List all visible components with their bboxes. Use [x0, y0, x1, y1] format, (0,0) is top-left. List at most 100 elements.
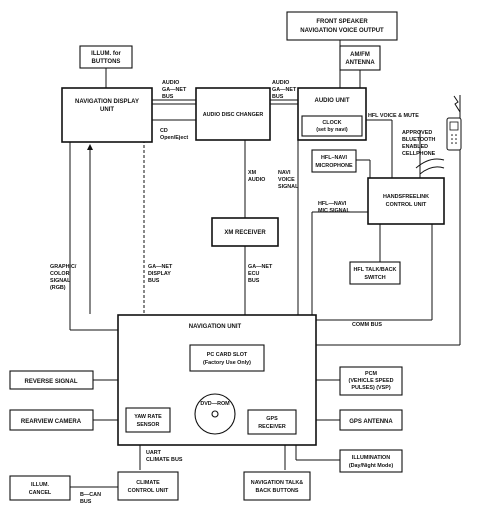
- svg-text:COLOR: COLOR: [50, 271, 70, 277]
- svg-text:MIC SIGNAL: MIC SIGNAL: [318, 208, 350, 214]
- xm-receiver-box: XM RECEIVER: [211, 217, 279, 247]
- hfl-talk-back-switch-box: HFL TALK/BACK SWITCH: [349, 261, 401, 285]
- svg-text:HFL TALK/BACK: HFL TALK/BACK: [354, 267, 397, 273]
- svg-text:GA—NET: GA—NET: [248, 264, 273, 270]
- navigation-display-box: NAVIGATION DISPLAY UNIT: [61, 87, 153, 143]
- svg-text:MICROPHONE: MICROPHONE: [315, 163, 353, 169]
- svg-text:DISPLAY: DISPLAY: [148, 271, 171, 277]
- svg-text:HANDSFREELINK: HANDSFREELINK: [383, 194, 429, 200]
- svg-text:NAVIGATION VOICE OUTPUT: NAVIGATION VOICE OUTPUT: [300, 28, 384, 34]
- svg-text:(VEHICLE SPEED: (VEHICLE SPEED: [349, 378, 394, 384]
- climate-control-box: CLIMATE CONTROL UNIT: [117, 471, 179, 501]
- svg-text:CD: CD: [160, 128, 168, 134]
- svg-text:BUS: BUS: [80, 499, 92, 505]
- svg-text:CLIMATE: CLIMATE: [136, 480, 160, 486]
- svg-text:GPS: GPS: [266, 416, 278, 422]
- svg-text:NAVIGATION UNIT: NAVIGATION UNIT: [189, 324, 242, 330]
- svg-text:CLIMATE BUS: CLIMATE BUS: [146, 457, 183, 463]
- am-fm-antenna-box: AM/FM ANTENNA: [339, 45, 381, 71]
- svg-text:BUS: BUS: [162, 94, 174, 100]
- svg-text:(Factory Use Only): (Factory Use Only): [203, 360, 251, 366]
- svg-text:GA—NET: GA—NET: [162, 87, 187, 93]
- svg-text:B—CAN: B—CAN: [80, 492, 101, 498]
- illumination-box: ILLUMINATION (Day/Night Mode): [339, 449, 403, 473]
- svg-text:SIGNAL: SIGNAL: [278, 184, 299, 190]
- svg-text:CONTROL UNIT: CONTROL UNIT: [386, 202, 427, 208]
- svg-text:REVERSE SIGNAL: REVERSE SIGNAL: [24, 379, 77, 385]
- svg-text:ILLUMINATION: ILLUMINATION: [352, 455, 390, 461]
- svg-text:NAVI: NAVI: [278, 170, 291, 176]
- gps-antenna-box: GPS ANTENNA: [339, 409, 403, 431]
- svg-text:XM RECEIVER: XM RECEIVER: [224, 230, 266, 236]
- svg-text:ILLUM. for: ILLUM. for: [91, 51, 121, 57]
- svg-text:PULSES) (VSP): PULSES) (VSP): [351, 385, 390, 391]
- svg-text:ANTENNA: ANTENNA: [345, 60, 375, 66]
- svg-text:AUDIO: AUDIO: [248, 177, 265, 183]
- svg-text:NAVIGATION DISPLAY: NAVIGATION DISPLAY: [75, 99, 139, 105]
- svg-text:AUDIO DISC CHANGER: AUDIO DISC CHANGER: [203, 112, 264, 118]
- svg-text:ECU: ECU: [248, 271, 259, 277]
- illum-buttons-box: ILLUM. for BUTTONS: [79, 45, 133, 69]
- svg-text:SIGNAL: SIGNAL: [50, 278, 71, 284]
- svg-text:(set by navi): (set by navi): [316, 127, 348, 133]
- svg-text:UART: UART: [146, 450, 162, 456]
- audio-unit-box: AUDIO UNIT CLOCK (set by navi): [297, 87, 367, 141]
- svg-text:GA—NET: GA—NET: [148, 264, 173, 270]
- svg-text:AUDIO: AUDIO: [162, 80, 179, 86]
- svg-text:CELLPHONE: CELLPHONE: [402, 151, 436, 157]
- svg-text:HFL VOICE & MUTE: HFL VOICE & MUTE: [368, 113, 419, 119]
- gps-receiver-box: GPS RECEIVER: [247, 409, 297, 435]
- svg-text:(Day/Night Mode): (Day/Night Mode): [349, 463, 394, 469]
- svg-text:BUTTONS: BUTTONS: [92, 59, 121, 65]
- svg-text:COMM BUS: COMM BUS: [352, 322, 382, 328]
- svg-text:Open/Eject: Open/Eject: [160, 135, 188, 141]
- rearview-camera-box: REARVIEW CAMERA: [9, 409, 94, 431]
- svg-text:PC CARD SLOT: PC CARD SLOT: [207, 352, 248, 358]
- pcm-box: PCM (VEHICLE SPEED PULSES) (VSP): [339, 366, 403, 396]
- svg-text:AM/FM: AM/FM: [350, 52, 370, 58]
- svg-text:FRONT SPEAKER: FRONT SPEAKER: [316, 19, 368, 25]
- svg-text:HFL—NAVI: HFL—NAVI: [318, 201, 347, 207]
- svg-text:CONTROL UNIT: CONTROL UNIT: [128, 488, 169, 494]
- svg-text:BUS: BUS: [148, 278, 160, 284]
- svg-text:ILLUM.: ILLUM.: [31, 482, 49, 488]
- svg-text:GA—NET: GA—NET: [272, 87, 297, 93]
- svg-text:AUDIO UNIT: AUDIO UNIT: [315, 98, 350, 104]
- svg-text:APPROVED: APPROVED: [402, 130, 432, 136]
- svg-text:BACK BUTTONS: BACK BUTTONS: [255, 488, 298, 494]
- cellphone-icon: [446, 117, 462, 151]
- svg-text:PCM: PCM: [365, 371, 377, 377]
- svg-text:BUS: BUS: [272, 94, 284, 100]
- handsfreelink-control-box: HANDSFREELINK CONTROL UNIT: [367, 177, 445, 225]
- svg-text:AUDIO: AUDIO: [272, 80, 289, 86]
- reverse-signal-box: REVERSE SIGNAL: [9, 370, 94, 390]
- svg-text:DVD—ROM: DVD—ROM: [200, 401, 230, 407]
- audio-disc-changer-box: AUDIO DISC CHANGER: [195, 87, 271, 141]
- svg-text:XM: XM: [248, 170, 257, 176]
- front-speaker-box: FRONT SPEAKER NAVIGATION VOICE OUTPUT: [286, 11, 398, 41]
- svg-text:BLUETOOTH: BLUETOOTH: [402, 137, 436, 143]
- svg-text:ENABLED: ENABLED: [402, 144, 428, 150]
- yaw-rate-sensor-box: YAW RATE SENSOR: [125, 407, 171, 433]
- svg-text:(RGB): (RGB): [50, 285, 66, 291]
- svg-text:REARVIEW CAMERA: REARVIEW CAMERA: [21, 419, 82, 425]
- svg-text:NAVIGATION TALK&: NAVIGATION TALK&: [251, 480, 304, 486]
- connection-lines: [69, 40, 461, 488]
- svg-text:YAW RATE: YAW RATE: [134, 414, 162, 420]
- svg-text:VOICE: VOICE: [278, 177, 295, 183]
- svg-text:CANCEL: CANCEL: [29, 490, 52, 496]
- navigation-talk-buttons-box: NAVIGATION TALK& BACK BUTTONS: [243, 471, 311, 501]
- svg-text:GRAPHIC/: GRAPHIC/: [50, 264, 77, 270]
- hfl-microphone-box: HFL–NAVI MICROPHONE: [311, 149, 357, 173]
- svg-text:UNIT: UNIT: [100, 107, 114, 113]
- svg-text:SWITCH: SWITCH: [364, 275, 385, 281]
- svg-text:HFL–NAVI: HFL–NAVI: [321, 155, 347, 161]
- svg-text:RECEIVER: RECEIVER: [258, 424, 286, 430]
- svg-text:GPS ANTENNA: GPS ANTENNA: [349, 419, 393, 425]
- dvd-rom-disc: DVD—ROM: [194, 393, 236, 435]
- illum-cancel-box: ILLUM. CANCEL: [9, 475, 71, 501]
- svg-text:BUS: BUS: [248, 278, 260, 284]
- antenna-signal-icon: [415, 95, 461, 175]
- svg-text:CLOCK: CLOCK: [322, 120, 341, 126]
